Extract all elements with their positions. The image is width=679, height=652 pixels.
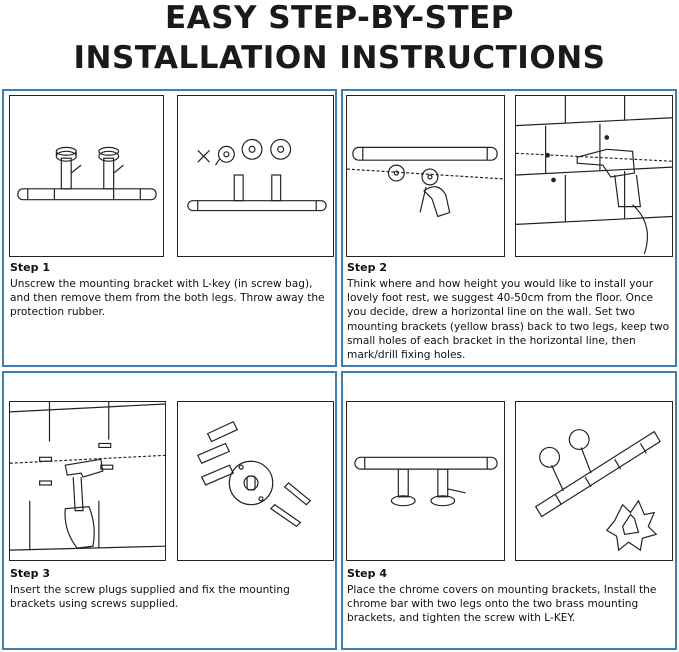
step-1-image-remove-brackets — [177, 95, 334, 257]
step-3-image-hammer-plugs — [9, 401, 166, 561]
step-4-panel: Step 4 Place the chrome covers on mounti… — [341, 371, 677, 650]
step-3-label: Step 3 — [10, 567, 50, 580]
step-2-image-drill — [515, 95, 673, 257]
step-2-panel: Step 2 Think where and how height you wo… — [341, 89, 677, 367]
step-2-label: Step 2 — [347, 261, 387, 274]
step-1-description: Unscrew the mounting bracket with L-key … — [10, 278, 325, 319]
step-1-image-bar-with-legs — [9, 95, 164, 257]
page-title-line2: INSTALLATION INSTRUCTIONS — [73, 40, 606, 76]
page-title-line1: EASY STEP-BY-STEP — [165, 0, 514, 36]
step-1-label: Step 1 — [10, 261, 50, 274]
step-4-image-install-bar — [346, 401, 505, 561]
step-2-image-mark-holes — [346, 95, 505, 257]
step-3-description: Insert the screw plugs supplied and fix … — [10, 584, 290, 611]
step-3-panel: Step 3 Insert the screw plugs supplied a… — [2, 371, 337, 650]
step-4-image-finished-thumbs-up — [515, 401, 673, 561]
step-4-description: Place the chrome covers on mounting brac… — [347, 584, 657, 625]
step-1-panel: Step 1 Unscrew the mounting bracket with… — [2, 89, 337, 367]
step-3-image-screw-plugs — [177, 401, 334, 561]
step-4-label: Step 4 — [347, 567, 387, 580]
step-2-description: Think where and how height you would lik… — [347, 278, 670, 362]
